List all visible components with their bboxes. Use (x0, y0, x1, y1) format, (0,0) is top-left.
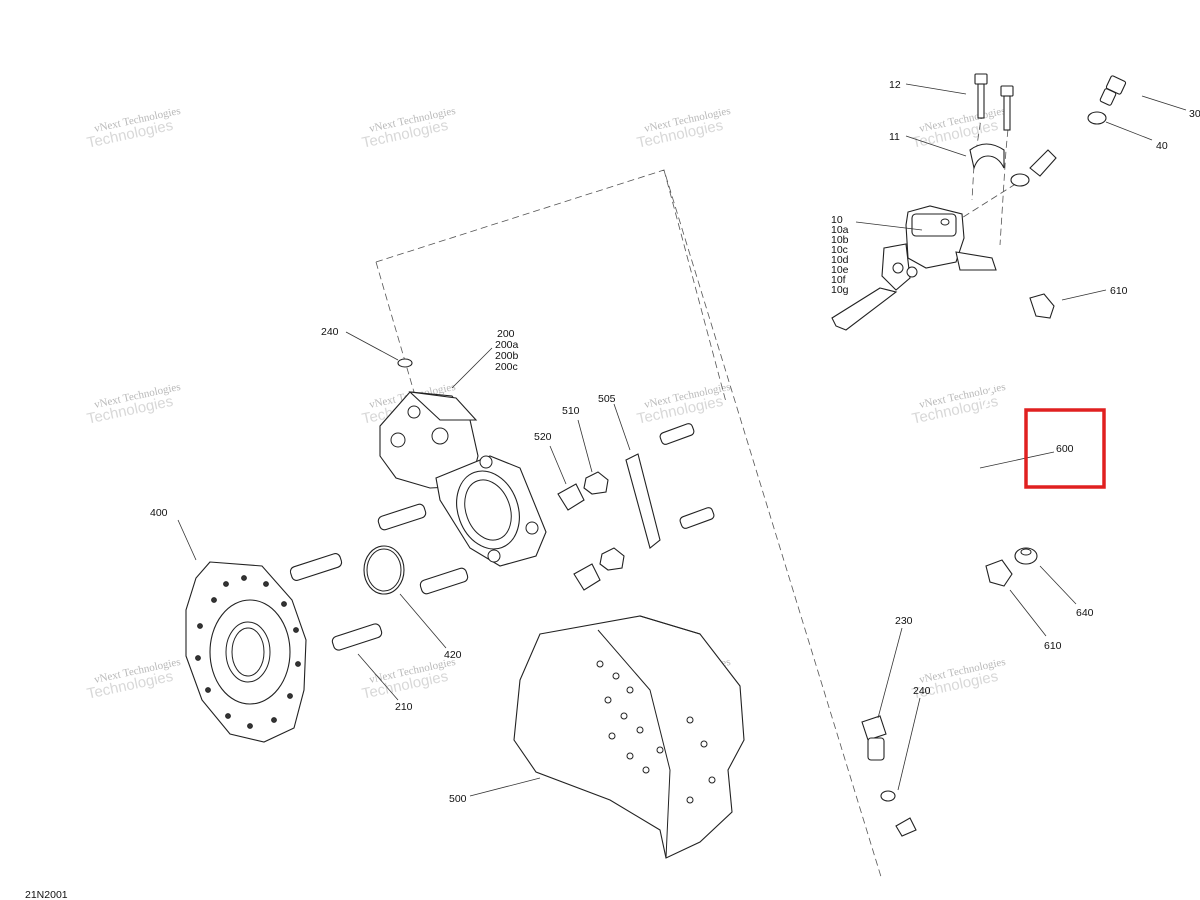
callout-240-right: 240 (913, 685, 931, 697)
callout-10: 10 (831, 214, 843, 226)
callout-640: 640 (1076, 607, 1094, 619)
callout-520: 520 (534, 431, 552, 443)
callout-505: 505 (598, 393, 616, 405)
callout-420: 420 (444, 649, 462, 661)
leader-lines (177, 83, 1187, 797)
highlight-600[interactable]: 600 (1024, 408, 1106, 489)
callout-400: 400 (150, 507, 168, 519)
bracket-505 (625, 423, 715, 549)
master-cylinder-10 (831, 205, 997, 331)
hose-clip-610 (985, 293, 1055, 587)
clamp-11 (969, 143, 1005, 171)
callout-200c: 200c (495, 361, 518, 373)
callout-11: 11 (889, 131, 900, 143)
callout-40: 40 (1156, 140, 1168, 152)
callout-200a: 200a (495, 339, 519, 351)
callout-600: 600 (1056, 443, 1074, 455)
brake-hose-600 (895, 128, 1093, 837)
callout-10f: 10f (831, 274, 846, 286)
guard-500 (513, 615, 745, 859)
callout-610-top: 610 (1110, 285, 1128, 297)
bolt-210 (289, 503, 469, 651)
highlight-box (1024, 408, 1106, 489)
callout-10g: 10g (831, 284, 849, 296)
nut-510 (583, 471, 625, 571)
callout-500: 500 (449, 793, 467, 805)
callout-510: 510 (562, 405, 580, 417)
washer-240 (397, 358, 413, 368)
bleeder-230 (861, 715, 896, 802)
callout-12: 12 (889, 79, 901, 91)
callout-30: 30 (1189, 108, 1200, 120)
callout-240-left: 240 (321, 326, 339, 338)
washer-40 (1010, 111, 1107, 187)
grommet-640 (1014, 547, 1038, 565)
assembly-boundary (375, 169, 883, 881)
bolt-12 (974, 73, 1014, 131)
cap-520 (557, 483, 601, 591)
callout-610-bottom: 610 (1044, 640, 1062, 652)
drawing-code: 21N2001 (25, 889, 68, 900)
callout-10c: 10c (831, 244, 848, 256)
o-ring-420 (363, 545, 405, 595)
brake-disc-400 (185, 561, 307, 743)
callout-10a: 10a (831, 224, 849, 236)
callout-200b: 200b (495, 350, 519, 362)
callout-labels: 12 11 30 40 10 10a 10b 10c 10d 10e 10f 1… (150, 79, 1200, 805)
callout-230: 230 (895, 615, 913, 627)
callout-10e: 10e (831, 264, 849, 276)
callout-10b: 10b (831, 234, 849, 246)
caliper-200 (379, 391, 547, 567)
callout-10d: 10d (831, 254, 849, 266)
callout-210: 210 (395, 701, 413, 713)
banjo-bolt-30 (1099, 75, 1127, 106)
callout-200: 200 (497, 328, 515, 340)
